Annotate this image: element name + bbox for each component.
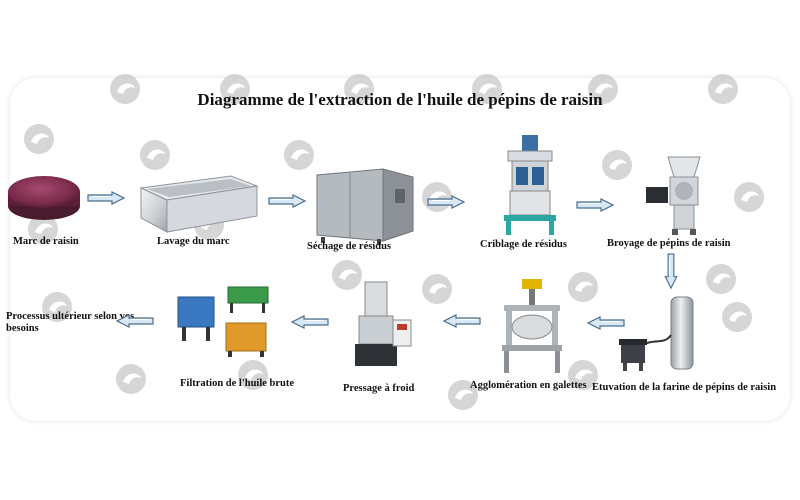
arrow-right-icon <box>266 194 308 208</box>
steaming-tank-icon <box>619 296 694 371</box>
step-label-criblage: Criblage de résidus <box>480 239 567 250</box>
step-label-pressage: Pressage à froid <box>343 383 415 394</box>
arrow-right-icon <box>575 198 615 212</box>
step-label-processus: Processus ultérieur selon vos besoins <box>6 311 135 334</box>
washing-tank-icon <box>139 175 259 233</box>
grape-pomace-icon <box>8 176 80 220</box>
grinder-icon <box>646 156 701 235</box>
arrow-left-icon <box>586 316 626 330</box>
step-label-filtration: Filtration de l'huile brute <box>180 378 295 389</box>
arrow-right-icon <box>425 195 467 209</box>
arrow-down-icon <box>664 252 678 290</box>
step-label-marc: Marc de raisin <box>13 236 79 247</box>
oil-filter-icon <box>177 286 269 357</box>
cake-press-icon <box>502 279 562 373</box>
step-label-sechage: Séchage de résidus <box>307 241 391 252</box>
arrow-left-icon <box>442 314 482 328</box>
arrow-left-icon <box>115 314 155 328</box>
drying-oven-icon <box>316 168 414 245</box>
arrow-left-icon <box>290 315 330 329</box>
arrow-right-icon <box>86 191 126 205</box>
step-label-etuvation: Etuvation de la farine de pépins de rais… <box>592 382 777 393</box>
diagram-panel <box>10 78 790 421</box>
diagram-title: Diagramme de l'extraction de l'huile de … <box>197 90 603 109</box>
cold-press-icon <box>355 281 412 366</box>
step-label-broyage: Broyage de pépins de raisin <box>607 238 731 249</box>
step-label-lavage: Lavage du marc <box>157 236 230 247</box>
step-label-agglomeration: Agglomération en galettes <box>470 380 587 391</box>
screening-machine-icon <box>504 135 556 235</box>
